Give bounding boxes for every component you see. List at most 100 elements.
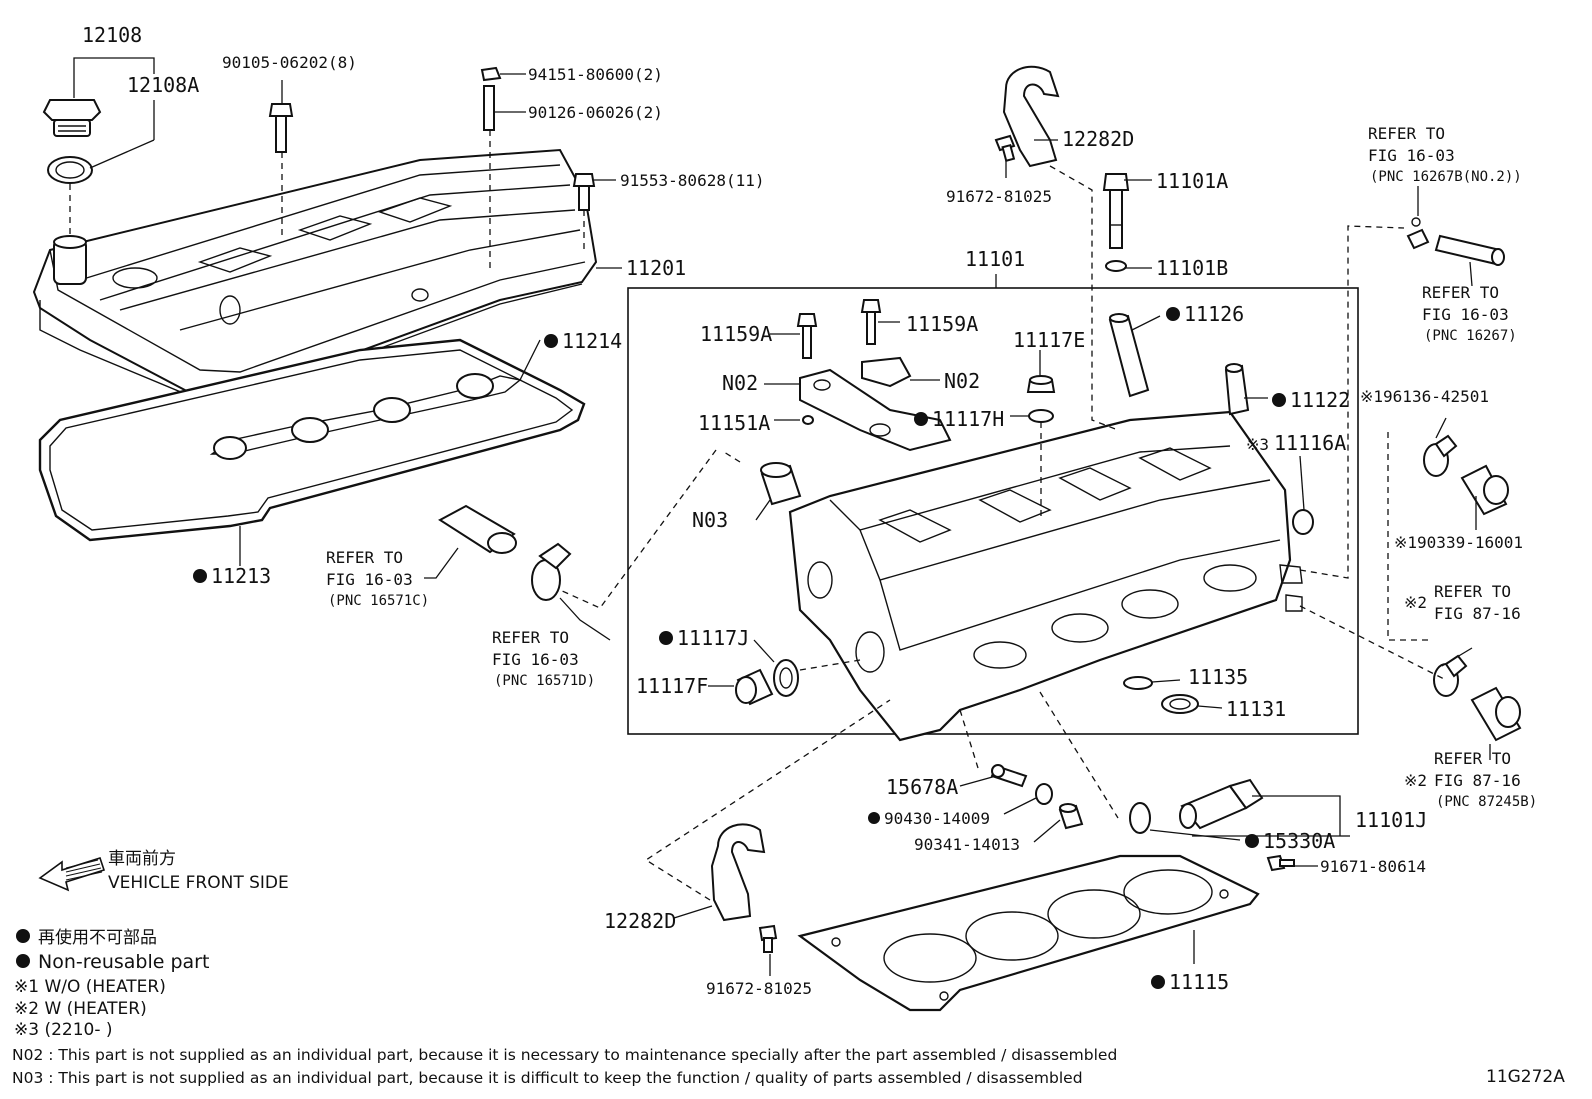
callout-91671[interactable]: 91671-80614 [1320,857,1426,876]
camshaft-bearing-cap-left[interactable] [799,368,952,452]
callout-11135[interactable]: 11135 [1188,665,1248,689]
water-outlet-gasket[interactable] [1123,676,1153,690]
callout-90126[interactable]: 90126-06026(2) [528,103,663,122]
callout-11201[interactable]: 11201 [626,256,686,280]
oil-hole-insulator[interactable] [1161,694,1199,714]
tight-plug[interactable] [1292,509,1314,535]
hose-16571c[interactable] [438,504,517,554]
cylinder-head-bolt-washer[interactable] [1105,260,1127,272]
callout-11131[interactable]: 11131 [1226,697,1286,721]
straight-screw-plug[interactable] [735,668,774,706]
callout-11116a-mark: ※3 [1246,435,1269,454]
refer-16267[interactable]: REFER TO FIG 16-03 (PNC 16267) [1422,283,1517,344]
callout-11117f[interactable]: 11117F [636,674,708,698]
callout-n03[interactable]: N03 [692,508,728,532]
callout-11117j[interactable]: 11117J [677,626,749,650]
refer-16571d[interactable]: REFER TO FIG 16-03 (PNC 16571D) [492,628,595,689]
cam-housing-plug-gasket[interactable] [1028,409,1054,423]
non-reusable-dot [193,569,207,583]
callout-11159a-left[interactable]: 11159A [700,322,772,346]
callout-11115[interactable]: 11115 [1169,970,1229,994]
callout-96136[interactable]: ※196136-42501 [1360,387,1489,406]
hose-87245b[interactable] [1470,686,1522,742]
stud-bolt-15678a[interactable] [990,764,1028,788]
engine-hanger-top[interactable] [1002,65,1060,168]
camshaft-position-plug-n03[interactable] [760,462,802,506]
straight-screw-plug-gasket[interactable] [773,659,799,697]
callout-12282d-top[interactable]: 12282D [1062,127,1134,151]
callout-12108[interactable]: 12108 [82,23,142,47]
callout-91672-bottom[interactable]: 91672-81025 [706,979,812,998]
callout-11126[interactable]: 11126 [1184,302,1244,326]
non-reusable-dot [1151,975,1165,989]
o-ring-15330a[interactable] [1129,802,1151,834]
engine-hanger-bolt-bottom[interactable] [758,924,778,953]
hose-90339[interactable] [1460,464,1509,516]
refer-87-16-upper[interactable]: ※2 REFER TO FIG 87-16 [1404,582,1521,623]
callout-91672-top[interactable]: 91672-81025 [946,187,1052,206]
hose-clip-16571d[interactable] [531,542,572,601]
callout-15330a[interactable]: 15330A [1263,829,1335,853]
dowel-pin[interactable] [802,415,814,425]
cap-bolt-left[interactable] [796,313,818,359]
hose-clip-96136[interactable] [1423,434,1458,477]
bolt-91671[interactable] [1266,854,1295,872]
non-reusable-dot [16,929,30,943]
callout-n02-right[interactable]: N02 [944,369,980,393]
callout-90341[interactable]: 90341-14013 [914,835,1020,854]
refer-87245b[interactable]: REFER TO ※2 FIG 87-16 (PNC 87245B) [1404,749,1537,810]
cylinder-head-bolt[interactable] [1102,173,1130,249]
callout-94151[interactable]: 94151-80600(2) [528,65,663,84]
callout-12108a[interactable]: 12108A [127,73,199,97]
callout-90430[interactable]: 90430-14009 [884,809,990,828]
svg-text:FIG 87-16: FIG 87-16 [1434,771,1521,790]
plug-90341[interactable] [1058,803,1084,830]
cylinder-head-subassembly-box [627,287,1359,735]
vehicle-front-en: VEHICLE FRONT SIDE [108,873,289,893]
svg-text:REFER TO: REFER TO [1434,582,1511,601]
refer-16267b[interactable]: REFER TO FIG 16-03 (PNC 16267B(NO.2)) [1368,124,1522,185]
callout-11151a[interactable]: 11151A [698,411,770,435]
gasket-90430[interactable] [1035,783,1053,805]
camshaft-bearing-cap-right[interactable] [861,356,912,388]
non-reusable-jp: 再使用不可部品 [38,927,157,948]
callout-90339[interactable]: ※190339-16001 [1394,533,1523,552]
cover-bolt[interactable] [268,103,294,153]
cover-nut[interactable] [480,66,502,82]
svg-text:※2: ※2 [1404,593,1427,612]
callout-11101[interactable]: 11101 [965,247,1025,271]
callout-11101a[interactable]: 11101A [1156,169,1228,193]
oil-filler-cap[interactable] [42,99,102,137]
hose-clip-16267b[interactable] [1406,217,1430,250]
note-3: ※3 (2210- ) [14,1020,113,1040]
callout-11117h[interactable]: 11117H [932,407,1004,431]
exhaust-valve-guide-bushing[interactable] [1224,363,1250,416]
cylinder-head[interactable] [788,410,1303,742]
oil-filler-cap-gasket[interactable] [47,156,93,184]
cover-stud[interactable] [483,85,495,131]
cylinder-head-cover[interactable] [32,148,598,401]
callout-11214[interactable]: 11214 [562,329,622,353]
cylinder-head-gasket[interactable] [797,854,1260,1012]
callout-11117e[interactable]: 11117E [1013,328,1085,352]
callout-91553[interactable]: 91553-80628(11) [620,171,765,190]
cam-timing-oil-control-valve[interactable] [1179,778,1264,830]
callout-11101b[interactable]: 11101B [1156,256,1228,280]
engine-hanger-bolt-top[interactable] [994,134,1016,162]
callout-15678a[interactable]: 15678A [886,775,958,799]
callout-labels: 12108 12108A 90105-06202(8) 94151-80600(… [82,23,1523,998]
intake-valve-guide-bushing[interactable] [1108,313,1150,398]
cam-housing-plug[interactable] [1026,375,1056,393]
engine-hanger-bottom[interactable] [710,823,766,922]
callout-n02-left[interactable]: N02 [722,371,758,395]
callout-11213[interactable]: 11213 [211,564,271,588]
hose-16267[interactable] [1434,234,1505,266]
refer-16571c[interactable]: REFER TO FIG 16-03 (PNC 16571C) [326,548,429,609]
callout-11122[interactable]: 11122 [1290,388,1350,412]
callout-11159a-right[interactable]: 11159A [906,312,978,336]
callout-12282d-bottom[interactable]: 12282D [604,909,676,933]
cap-bolt-right[interactable] [860,299,882,345]
callout-90105[interactable]: 90105-06202(8) [222,53,357,72]
callout-11101j[interactable]: 11101J [1355,808,1427,832]
callout-11116a[interactable]: 11116A [1274,431,1346,455]
